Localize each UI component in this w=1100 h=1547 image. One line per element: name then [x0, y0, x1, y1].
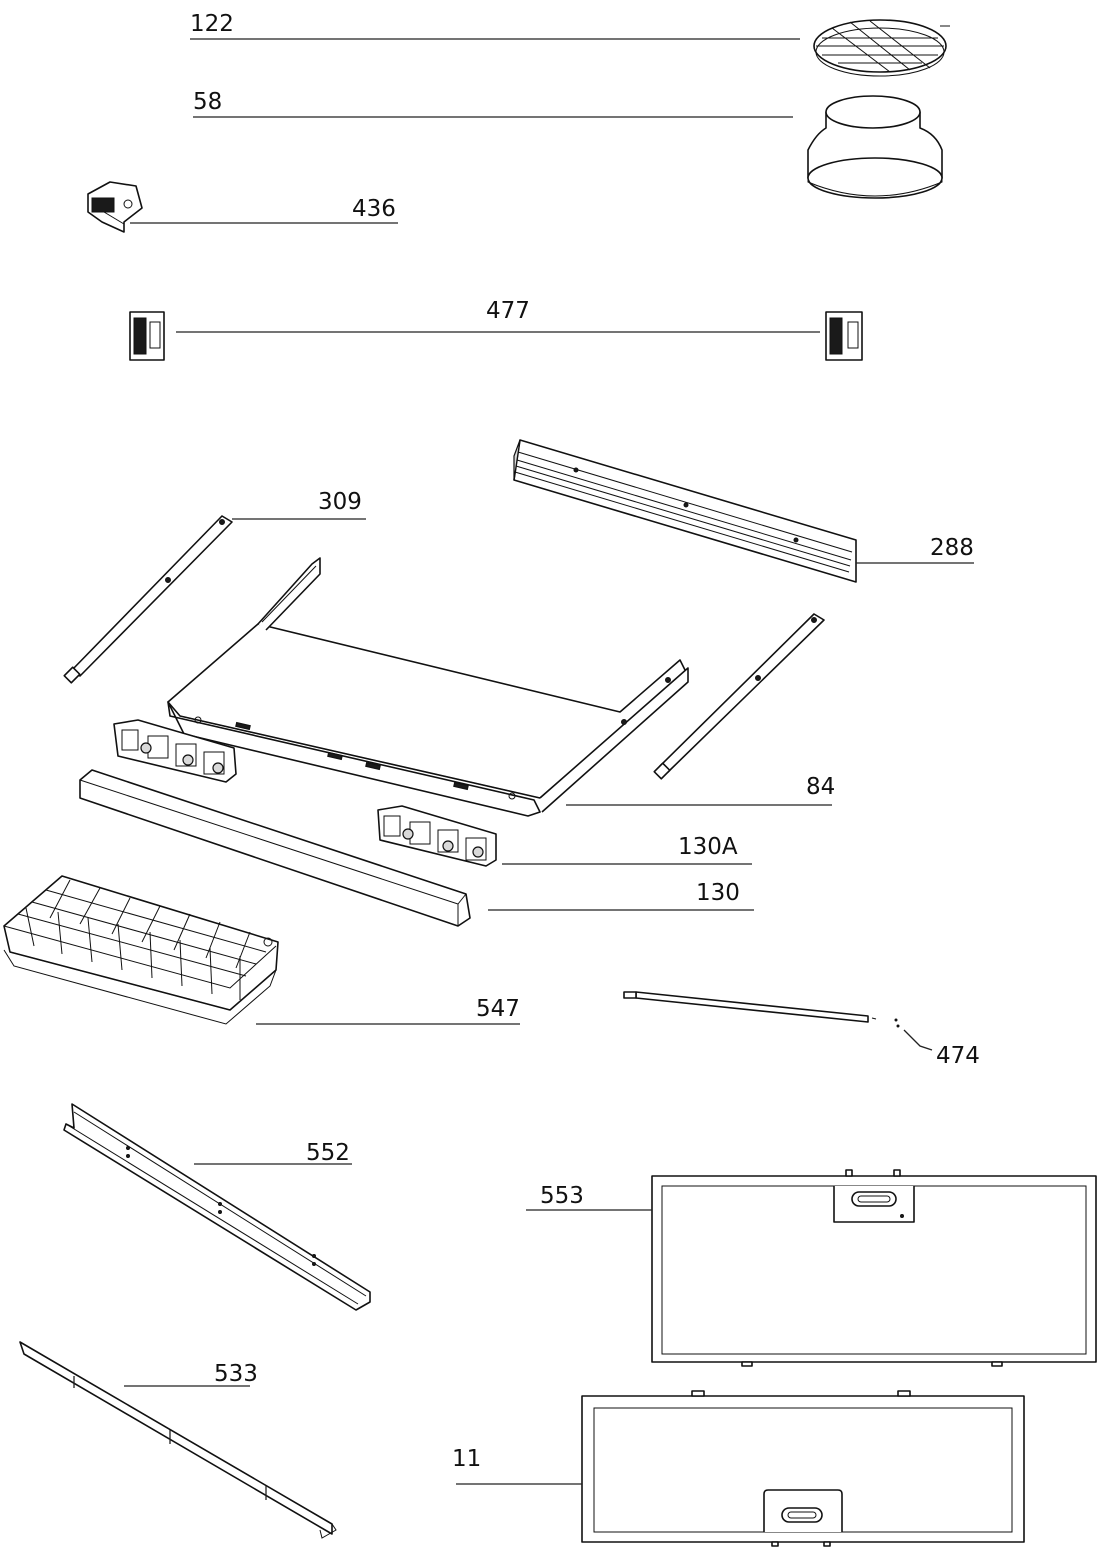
label-84: 84	[806, 774, 835, 800]
part-474-shaft	[623, 991, 900, 1028]
part-553-flat-strip	[19, 1341, 337, 1539]
part-84-main-frame	[167, 557, 689, 817]
part-58-duct-adaptor	[807, 95, 943, 199]
part-130a-module-right	[377, 805, 497, 867]
part-122-grille	[813, 19, 950, 77]
label-477: 477	[486, 298, 530, 324]
label-288: 309	[318, 489, 362, 515]
part-288-rod-left	[63, 515, 233, 684]
part-309-louvre-panel	[513, 439, 857, 583]
part-547-filter-grid	[3, 875, 279, 1025]
label-122: 122	[190, 11, 234, 37]
part-477-bracket-left	[129, 311, 165, 361]
part-11-filter-frame	[581, 1390, 1025, 1547]
label-474: 474	[936, 1043, 980, 1069]
label-58: 58	[193, 89, 222, 115]
part-533-filter-frame	[651, 1169, 1097, 1367]
part-130a-module-left	[113, 719, 237, 783]
leader-474	[903, 1029, 933, 1051]
part-288-rod-right	[653, 613, 825, 780]
label-11: 11	[452, 1446, 481, 1472]
label-553: 533	[214, 1361, 258, 1387]
part-130-front-bar	[79, 769, 471, 927]
part-552-angle-profile	[63, 1103, 371, 1311]
label-130: 130	[696, 880, 740, 906]
label-436: 436	[352, 196, 396, 222]
label-533: 553	[540, 1183, 584, 1209]
label-547: 547	[476, 996, 520, 1022]
part-436-clip	[87, 181, 143, 233]
part-477-bracket-right	[825, 311, 863, 361]
label-130a: 130A	[678, 834, 738, 860]
label-552: 552	[306, 1140, 350, 1166]
label-309: 288	[930, 535, 974, 561]
